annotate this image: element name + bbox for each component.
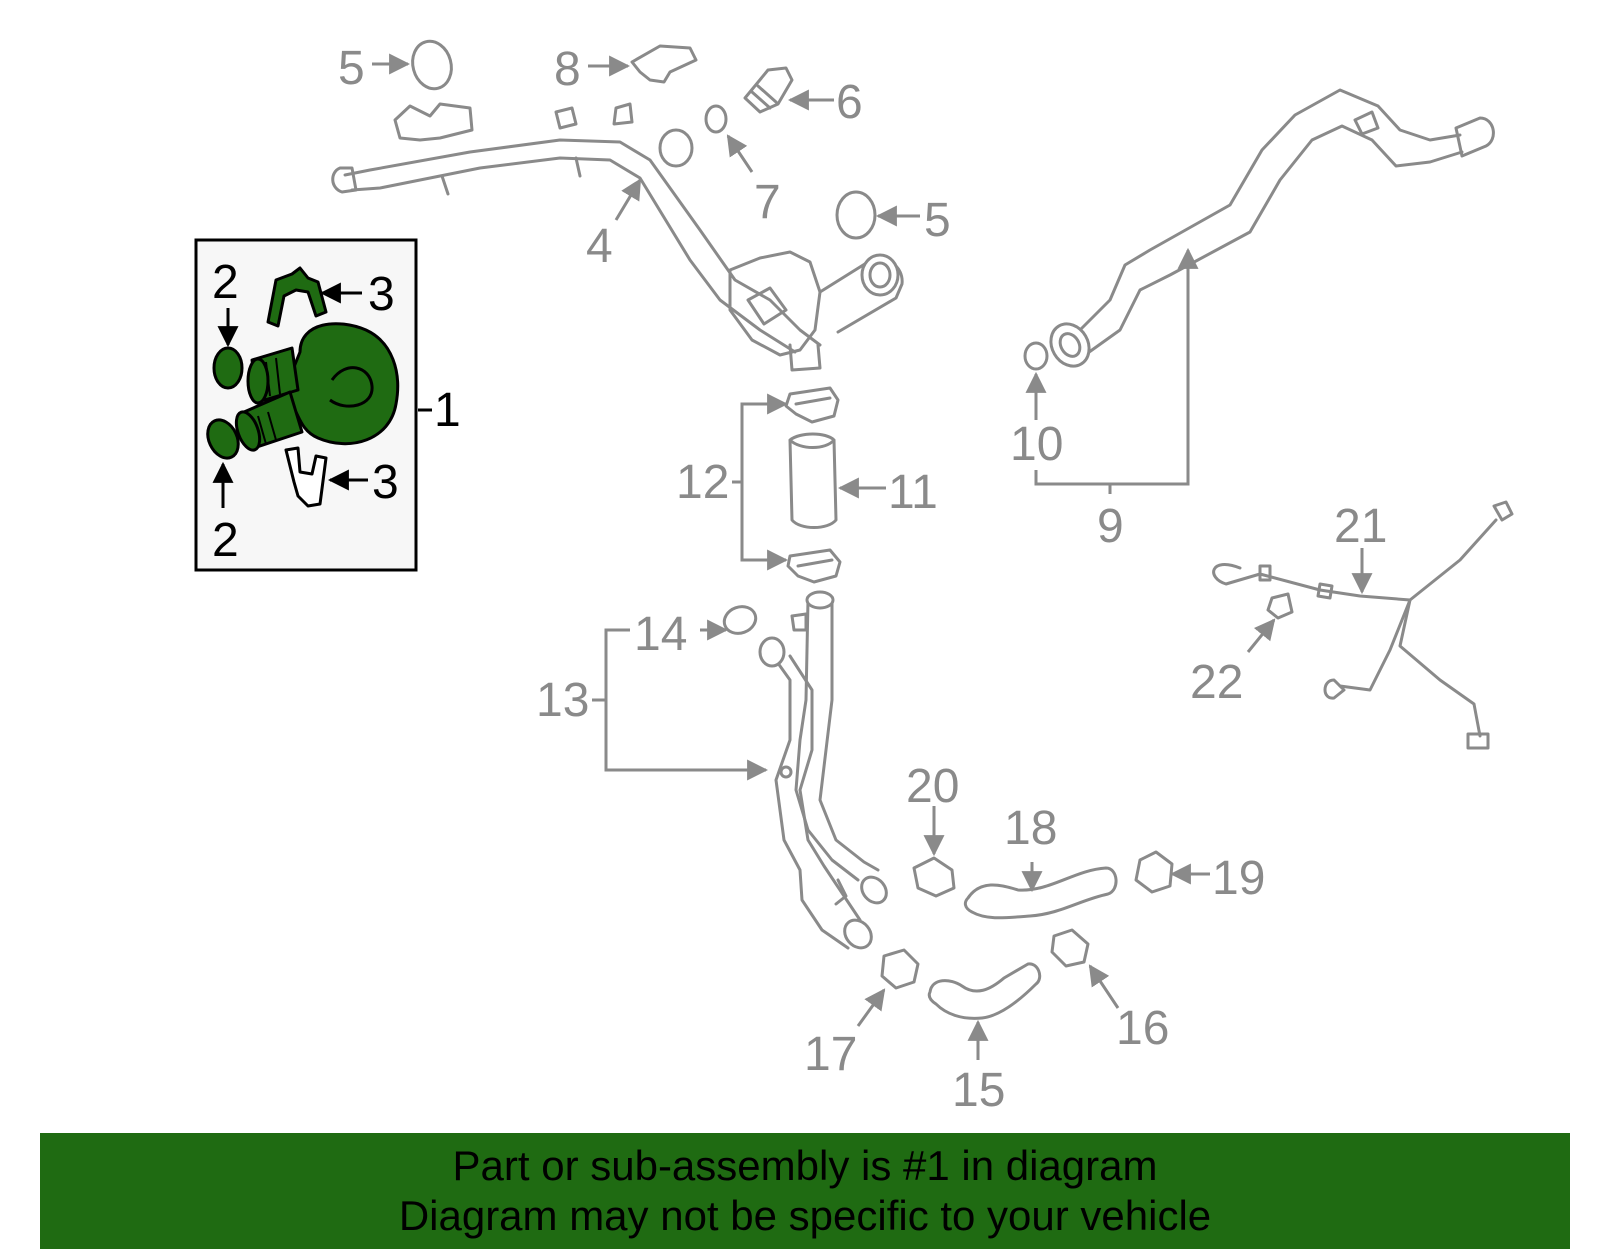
heater-pipe-part-9[interactable] [1043, 88, 1495, 373]
callout-6: 6 [836, 76, 863, 129]
callout-12: 12 [676, 456, 729, 509]
o-ring-part-5-lower[interactable] [835, 190, 877, 240]
callout-5-upper: 5 [338, 42, 365, 95]
callout-11: 11 [888, 466, 938, 519]
sensor-part-6[interactable] [743, 66, 794, 114]
info-banner: Part or sub-assembly is #1 in diagram Di… [40, 1133, 1570, 1249]
callout-inset-2-bottom: 2 [212, 514, 239, 567]
o-ring-part-5-upper[interactable] [407, 37, 456, 93]
seal-part-10[interactable] [1023, 341, 1049, 371]
clip-part-22[interactable] [1266, 592, 1294, 620]
callout-8: 8 [554, 43, 581, 96]
callout-inset-2-top: 2 [212, 256, 239, 309]
clip-part-3-upper[interactable] [266, 266, 328, 328]
clip-part-8[interactable] [630, 44, 698, 84]
coolant-pipe-part-4[interactable] [331, 102, 904, 372]
clamp-part-17[interactable] [880, 948, 920, 990]
callout-16: 16 [1116, 1002, 1169, 1055]
coolant-pipe-part-13[interactable] [758, 590, 891, 953]
callout-20: 20 [906, 760, 959, 813]
hose-part-15[interactable] [927, 962, 1042, 1020]
callout-7: 7 [754, 176, 781, 229]
clamp-part-19[interactable] [1134, 850, 1174, 894]
callout-inset-3-bottom: 3 [372, 456, 399, 509]
banner-line-2: Diagram may not be specific to your vehi… [398, 1192, 1212, 1239]
callout-10: 10 [1010, 418, 1063, 471]
clamp-part-12-upper[interactable] [784, 386, 840, 424]
callout-22: 22 [1190, 656, 1243, 709]
callout-4: 4 [586, 220, 613, 273]
callout-18: 18 [1004, 802, 1057, 855]
seal-part-2-upper[interactable] [212, 346, 244, 390]
callout-5-lower: 5 [924, 194, 951, 247]
callout-15: 15 [952, 1064, 1005, 1117]
callout-inset-3-top: 3 [368, 268, 395, 321]
hose-part-18[interactable] [963, 866, 1118, 920]
clip-part-3-lower[interactable] [284, 446, 328, 508]
clamp-part-20[interactable] [912, 856, 956, 898]
hose-part-11[interactable] [788, 432, 838, 529]
seal-part-7[interactable] [704, 104, 728, 134]
clamp-part-12-lower[interactable] [786, 548, 842, 584]
callout-part-1: 1 [434, 384, 461, 437]
callout-17: 17 [804, 1028, 857, 1081]
water-outlet-part-1[interactable] [232, 322, 400, 454]
seal-part-2-lower[interactable] [202, 415, 244, 463]
o-ring-part-14[interactable] [721, 602, 760, 637]
wire-harness-part-21[interactable] [1212, 500, 1514, 750]
callout-13: 13 [536, 674, 589, 727]
banner-line-1: Part or sub-assembly is #1 in diagram [452, 1142, 1158, 1189]
callout-9: 9 [1097, 500, 1124, 553]
callout-19: 19 [1212, 852, 1265, 905]
clamp-part-16[interactable] [1050, 928, 1090, 968]
inset-box: 2 3 1 3 2 [194, 238, 461, 572]
callout-14: 14 [634, 608, 687, 661]
callout-21: 21 [1334, 500, 1387, 553]
